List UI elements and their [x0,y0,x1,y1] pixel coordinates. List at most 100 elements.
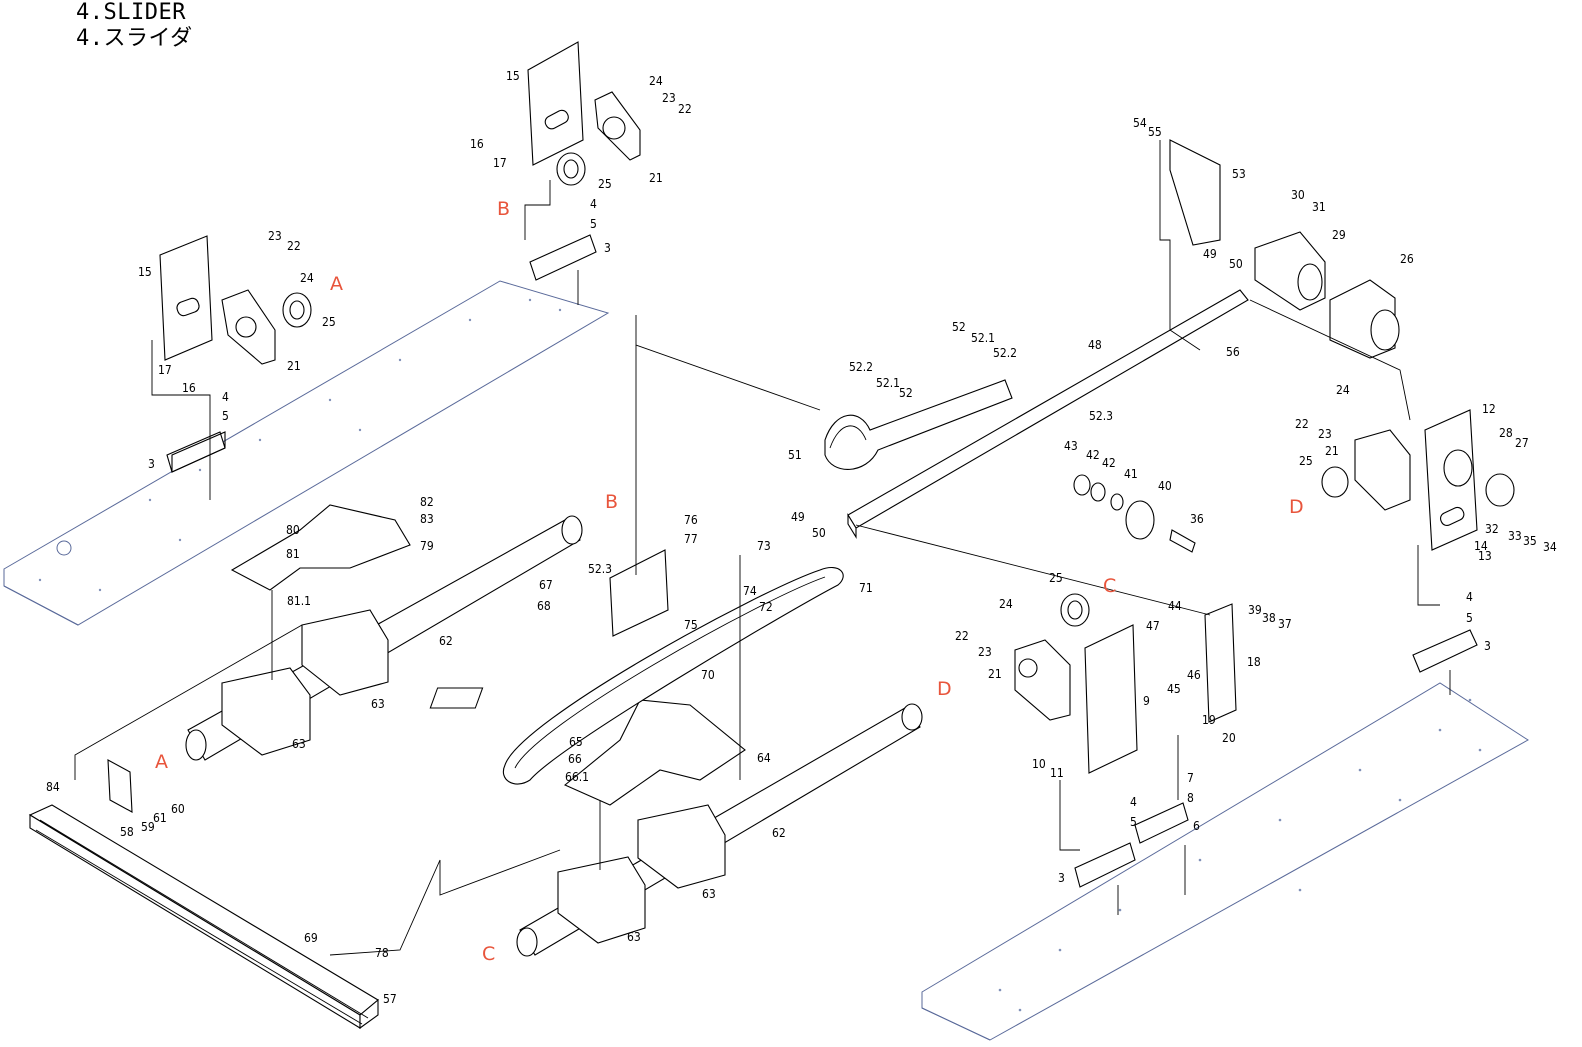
left-bracket-assembly [159,235,312,473]
part-number-label: 39 [1248,603,1262,617]
part-number-label: 9 [1143,694,1150,708]
part-number-label: 12 [1482,402,1496,416]
part-number-label: 25 [1049,571,1063,585]
ref-letter: D [1289,496,1304,518]
ref-letter: D [937,678,952,700]
assembly-lines [74,140,1451,956]
part-number-label: 66 [568,752,582,766]
part-number-label: 72 [759,600,773,614]
part-number-label: 3 [1484,639,1491,653]
part-number-label: 27 [1515,436,1529,450]
part-number-label: 22 [287,239,301,253]
part-number-label: 4 [1466,590,1473,604]
part-number-label: 75 [684,618,698,632]
part-number-label: 37 [1278,617,1292,631]
part-number-label: 22 [678,102,692,116]
part-number-label: 33 [1508,529,1522,543]
ref-letter: A [330,273,343,295]
bracket-18 [1204,603,1237,723]
part-number-label: 15 [506,69,520,83]
part-number-label: 71 [859,581,873,595]
part-number-label: 82 [420,495,434,509]
ref-letter: B [605,491,618,513]
bearing-block-a [221,609,389,756]
part-number-label: 42 [1102,456,1116,470]
part-number-label: 74 [743,584,757,598]
part-number-label: 23 [662,91,676,105]
part-number-label: 83 [420,512,434,526]
part-number-label: 16 [470,137,484,151]
part-number-label: 3 [604,241,611,255]
part-number-label: 63 [292,737,306,751]
bracket-75 [609,549,669,637]
part-number-label: 26 [1400,252,1414,266]
part-number-label: 64 [757,751,771,765]
part-number-label: 23 [1318,427,1332,441]
part-number-label: 60 [171,802,185,816]
part-number-label: 67 [539,578,553,592]
part-number-label: 49 [791,510,805,524]
part-number-label: 22 [955,629,969,643]
part-number-label: 5 [1130,815,1137,829]
part-number-label: 52 [899,386,913,400]
part-number-label: 81 [286,547,300,561]
part-number-label: 11 [1050,766,1064,780]
part-number-label: 32 [1485,522,1499,536]
ref-letter: C [1103,575,1116,597]
part-number-label: 46 [1187,668,1201,682]
part-number-label: 23 [978,645,992,659]
part-number-label: 52 [952,320,966,334]
part-number-label: 84 [46,780,60,794]
reference-letters: A A B B C C D D [155,198,1304,965]
part-number-label: 5 [590,217,597,231]
part-number-label: 30 [1291,188,1305,202]
aluminum-extrusion-57 [28,804,379,1030]
part-number-label: 52.1 [971,331,995,345]
part-number-label: 15 [138,265,152,279]
part-number-label: 48 [1088,338,1102,352]
part-number-label: 42 [1086,448,1100,462]
part-number-label: 24 [300,271,314,285]
part-number-label: 43 [1064,439,1078,453]
part-number-label: 81.1 [287,594,311,608]
part-number-label: 24 [649,74,663,88]
part-number-label: 47 [1146,619,1160,633]
part-number-label: 7 [1187,771,1194,785]
part-number-label: 23 [268,229,282,243]
part-number-label: 28 [1499,426,1513,440]
timing-belt-71 [502,567,844,785]
bracket-9 [1014,593,1189,888]
part-number-label: 52.3 [1089,409,1113,423]
part-number-label: 55 [1148,125,1162,139]
part-number-label: 51 [788,448,802,462]
part-number-label: 78 [375,946,389,960]
part-number-label: 4 [590,197,597,211]
part-number-label: 59 [141,820,155,834]
part-number-label: 22 [1295,417,1309,431]
part-number-label: 10 [1032,757,1046,771]
part-number-label: 79 [420,539,434,553]
part-number-label: 3 [1058,871,1065,885]
slider-top-plate-79 [230,504,411,591]
part-number-label: 58 [120,825,134,839]
part-number-label: 63 [627,930,641,944]
part-number-labels: 3333444455556789101112131415151616171718… [46,69,1557,1006]
part-number-label: 41 [1124,467,1138,481]
part-number-label: 66.1 [565,770,589,784]
part-number-label: 62 [439,634,453,648]
part-number-label: 21 [1325,444,1339,458]
part-number-label: 52.2 [849,360,873,374]
part-number-label: 50 [1229,257,1243,271]
part-number-label: 53 [1232,167,1246,181]
ref-letter: C [482,943,495,965]
part-number-label: 65 [569,735,583,749]
part-number-label: 21 [287,359,301,373]
part-number-label: 73 [757,539,771,553]
bearing-block-c [557,804,726,944]
part-number-label: 77 [684,532,698,546]
part-number-label: 57 [383,992,397,1006]
part-number-label: 17 [158,363,172,377]
left-base-plate [3,280,610,626]
part-number-label: 52.3 [588,562,612,576]
